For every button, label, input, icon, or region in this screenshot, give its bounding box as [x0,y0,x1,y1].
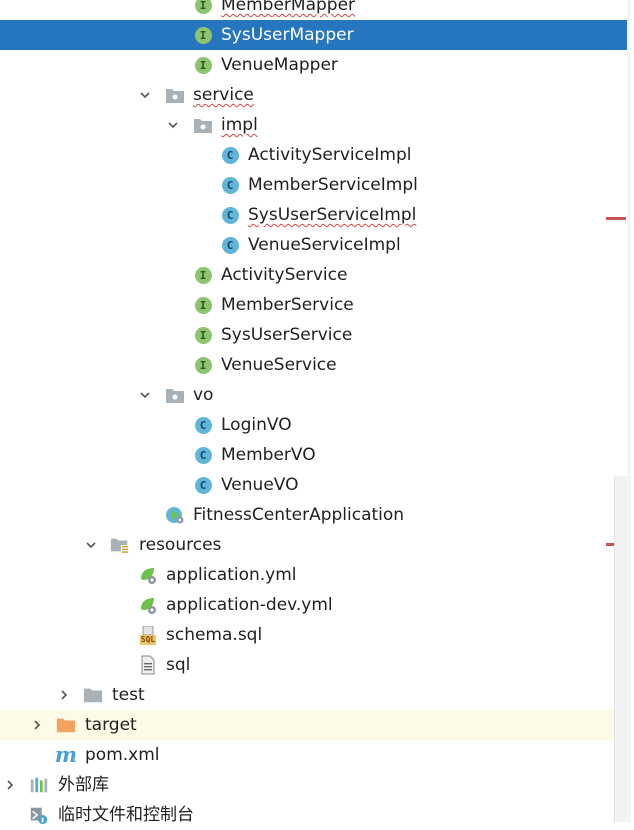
chevron-down-icon[interactable] [137,387,153,403]
interface-icon: I [193,295,213,315]
tree-item-scratches-and-consoles[interactable]: 临时文件和控制台 [0,800,630,830]
tree-item-activityservice[interactable]: I ActivityService [0,260,630,290]
folder-icon [83,685,103,705]
tree-item-label: LoginVO [221,415,292,435]
tree-item-label: test [112,685,145,705]
spring-boot-class-icon [165,505,185,525]
tree-item-label: MemberMapper [221,0,356,15]
panel-edge [627,0,630,822]
interface-icon: I [193,0,213,15]
tree-item-label: ActivityService [221,265,348,285]
interface-icon: I [193,355,213,375]
tree-item-label: 外部库 [58,775,109,795]
spring-config-icon [138,595,158,615]
tree-item-sysuserservice[interactable]: I SysUserService [0,320,630,350]
class-icon: C [193,415,213,435]
sql-file-icon: SQL [138,625,158,645]
resources-folder-icon [110,535,130,555]
tree-item-label: VenueServiceImpl [248,235,401,255]
interface-icon: I [193,55,213,75]
tree-item-application-yml[interactable]: application.yml [0,560,630,590]
tree-item-service-folder[interactable]: service [0,80,630,110]
chevron-down-icon[interactable] [165,117,181,133]
tree-item-label: impl [221,115,258,135]
interface-icon: I [193,25,213,45]
class-icon: C [220,145,240,165]
tree-item-sql-file[interactable]: sql [0,650,630,680]
maven-icon: m [54,742,78,767]
tree-item-memberserviceimpl[interactable]: C MemberServiceImpl [0,170,630,200]
tree-item-label: service [193,85,254,105]
tree-item-venuemapper[interactable]: I VenueMapper [0,50,630,80]
chevron-right-icon[interactable] [2,777,18,793]
tree-item-schema-sql[interactable]: SQL schema.sql [0,620,630,650]
package-folder-icon [165,385,185,405]
tree-item-label: application.yml [166,565,297,585]
tree-item-label: VenueVO [221,475,299,495]
tree-item-label: MemberService [221,295,354,315]
class-icon: C [220,205,240,225]
tree-item-application-dev-yml[interactable]: application-dev.yml [0,590,630,620]
vertical-scrollbar[interactable] [614,476,631,822]
tree-item-label: SysUserService [221,325,353,345]
package-folder-icon [165,85,185,105]
tree-item-membervo[interactable]: C MemberVO [0,440,630,470]
chevron-down-icon[interactable] [137,87,153,103]
chevron-right-icon[interactable] [56,687,72,703]
tree-item-label: MemberVO [221,445,316,465]
tree-item-label: sql [166,655,191,675]
tree-item-venueservice[interactable]: I VenueService [0,350,630,380]
tree-item-label: FitnessCenterApplication [193,505,405,525]
target-folder-icon [56,715,76,735]
tree-item-resources-folder[interactable]: resources [0,530,630,560]
tree-item-label: SysUserMapper [221,25,354,45]
tree-item-external-libraries[interactable]: 外部库 [0,770,630,800]
interface-icon: I [193,265,213,285]
tree-item-label: vo [193,385,214,405]
tree-item-test-folder[interactable]: test [0,680,630,710]
tree-item-memberservice[interactable]: I MemberService [0,290,630,320]
chevron-down-icon[interactable] [83,537,99,553]
tree-item-impl-folder[interactable]: impl [0,110,630,140]
tree-item-venueserviceimpl[interactable]: C VenueServiceImpl [0,230,630,260]
class-icon: C [220,175,240,195]
tree-item-activityserviceimpl[interactable]: C ActivityServiceImpl [0,140,630,170]
tree-item-sysusermapper[interactable]: I SysUserMapper [0,20,630,50]
tree-item-label: resources [139,535,222,555]
tree-item-label: application-dev.yml [166,595,333,615]
tree-item-label: schema.sql [166,625,263,645]
tree-item-label: VenueMapper [221,55,338,75]
chevron-right-icon[interactable] [29,717,45,733]
library-icon [29,775,49,795]
tree-item-vo-folder[interactable]: vo [0,380,630,410]
spring-config-icon [138,565,158,585]
tree-item-label: pom.xml [85,745,160,765]
tree-item-label: SysUserServiceImpl [248,205,417,225]
tree-item-target-folder[interactable]: target [0,710,630,740]
tree-item-sysuserserviceimpl[interactable]: C SysUserServiceImpl [0,200,630,230]
tree-item-pom-xml[interactable]: m pom.xml [0,740,630,770]
class-icon: C [220,235,240,255]
tree-item-venuevo[interactable]: C VenueVO [0,470,630,500]
tree-item-label: target [85,715,137,735]
text-file-icon [138,655,158,675]
scratch-icon [29,805,49,825]
class-icon: C [193,475,213,495]
tree-item-label: MemberServiceImpl [248,175,418,195]
tree-item-label: ActivityServiceImpl [248,145,412,165]
tree-item-membermapper[interactable]: I MemberMapper [0,0,630,20]
package-folder-icon [193,115,213,135]
interface-icon: I [193,325,213,345]
tree-item-label: 临时文件和控制台 [58,805,194,825]
tree-item-loginvo[interactable]: C LoginVO [0,410,630,440]
tree-item-fitnesscenterapplication[interactable]: FitnessCenterApplication [0,500,630,530]
class-icon: C [193,445,213,465]
error-stripe-marker[interactable] [606,217,626,220]
tree-item-label: VenueService [221,355,337,375]
